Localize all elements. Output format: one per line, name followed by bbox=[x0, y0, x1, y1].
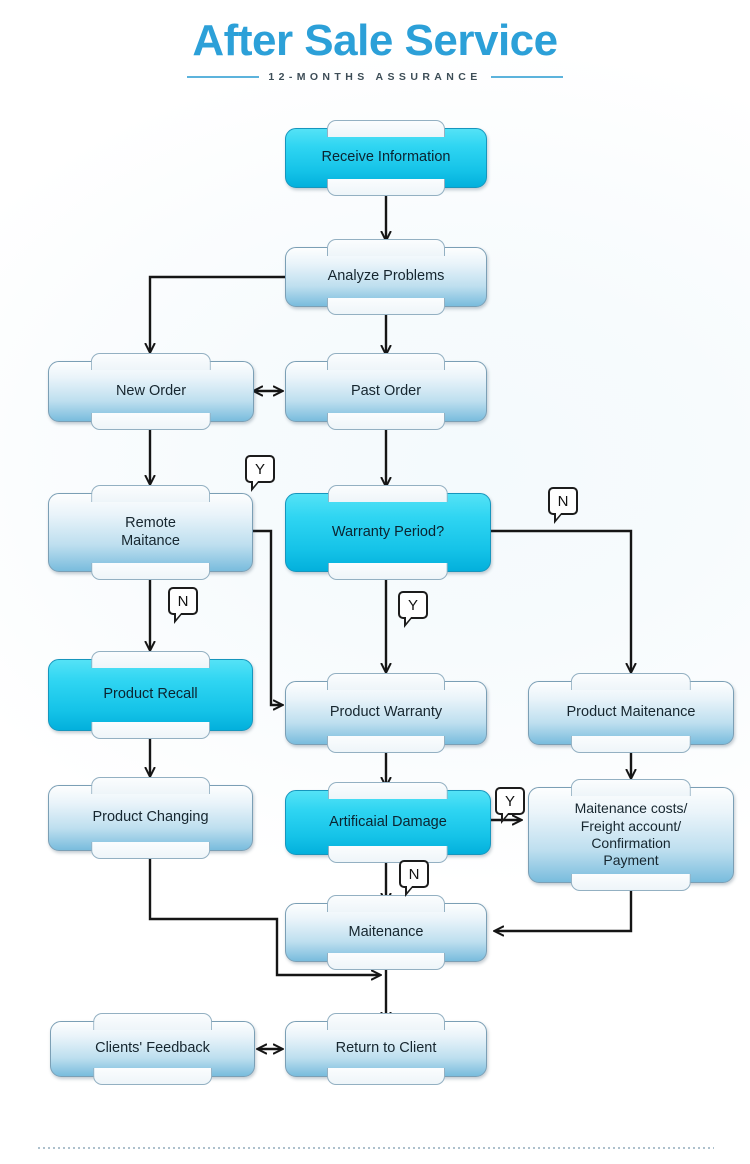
node-product-changing[interactable]: Product Changing bbox=[48, 785, 253, 851]
decision-label-text: Y bbox=[254, 460, 265, 478]
node-receive-information[interactable]: Receive Information bbox=[285, 128, 487, 188]
subtitle-rule-right bbox=[490, 76, 563, 79]
decision-label-text: Y bbox=[407, 596, 418, 614]
node-artificaial-damage[interactable]: Artificaial Damage bbox=[285, 790, 491, 855]
footer-dotted-rule bbox=[38, 1147, 714, 1149]
page-subtitle: 12-MONTHS ASSURANCE bbox=[268, 71, 482, 84]
decision-label-text: N bbox=[557, 492, 569, 510]
subtitle-rule-left bbox=[187, 76, 260, 79]
decision-label-n-warranty-no: N bbox=[548, 487, 578, 524]
node-return-to-client[interactable]: Return to Client bbox=[285, 1021, 487, 1077]
node-product-warranty[interactable]: Product Warranty bbox=[285, 681, 487, 745]
header: After Sale Service 12-MONTHS ASSURANCE bbox=[0, 16, 750, 83]
node-label: Maitenance bbox=[348, 923, 424, 940]
node-label: Warranty Period? bbox=[331, 523, 445, 540]
node-clients-feedback[interactable]: Clients' Feedback bbox=[50, 1021, 255, 1077]
node-label: Past Order bbox=[350, 382, 422, 399]
decision-label-y-warranty-yes: Y bbox=[398, 591, 428, 628]
node-label: Artificaial Damage bbox=[329, 813, 447, 830]
page-title: After Sale Service bbox=[192, 16, 558, 65]
node-label: Return to Client bbox=[335, 1040, 437, 1057]
decision-label-text: N bbox=[177, 592, 189, 610]
decision-label-text: Y bbox=[504, 792, 515, 810]
decision-label-text: N bbox=[408, 865, 420, 883]
node-new-order[interactable]: New Order bbox=[48, 361, 254, 422]
decision-label-y-artificial-yes: Y bbox=[495, 787, 525, 824]
edge-remote-to-warranty-box bbox=[253, 529, 282, 705]
node-warranty-period[interactable]: Warranty Period? bbox=[285, 493, 491, 572]
node-label: Maitenance costs/ Freight account/ Confi… bbox=[574, 800, 688, 869]
node-maintenance-costs[interactable]: Maitenance costs/ Freight account/ Confi… bbox=[528, 787, 734, 883]
node-label: Clients' Feedback bbox=[95, 1040, 210, 1057]
node-analyze-problems[interactable]: Analyze Problems bbox=[285, 247, 487, 307]
decision-label-y-remote-to-warranty: Y bbox=[245, 455, 275, 492]
node-product-recall[interactable]: Product Recall bbox=[48, 659, 253, 731]
node-label: Product Warranty bbox=[329, 704, 443, 721]
node-past-order[interactable]: Past Order bbox=[285, 361, 487, 422]
node-label: Receive Information bbox=[321, 149, 451, 166]
subtitle-row: 12-MONTHS ASSURANCE bbox=[0, 71, 750, 83]
node-remote-maitance[interactable]: Remote Maitance bbox=[48, 493, 253, 572]
node-product-maintenance[interactable]: Product Maitenance bbox=[528, 681, 734, 745]
node-label: Product Maitenance bbox=[566, 704, 696, 721]
node-label: Remote Maitance bbox=[121, 514, 180, 549]
decision-label-n-remote-to-recall: N bbox=[168, 587, 198, 624]
node-label: Product Changing bbox=[92, 809, 209, 826]
edge-analyze-to-new-order bbox=[150, 275, 286, 352]
node-label: Analyze Problems bbox=[327, 268, 445, 285]
decision-label-n-artificial-no: N bbox=[399, 860, 429, 897]
edge-warranty-to-maintenance bbox=[491, 529, 631, 672]
node-maitenance[interactable]: Maitenance bbox=[285, 903, 487, 962]
node-label: New Order bbox=[115, 382, 187, 399]
node-label: Product Recall bbox=[103, 686, 198, 703]
